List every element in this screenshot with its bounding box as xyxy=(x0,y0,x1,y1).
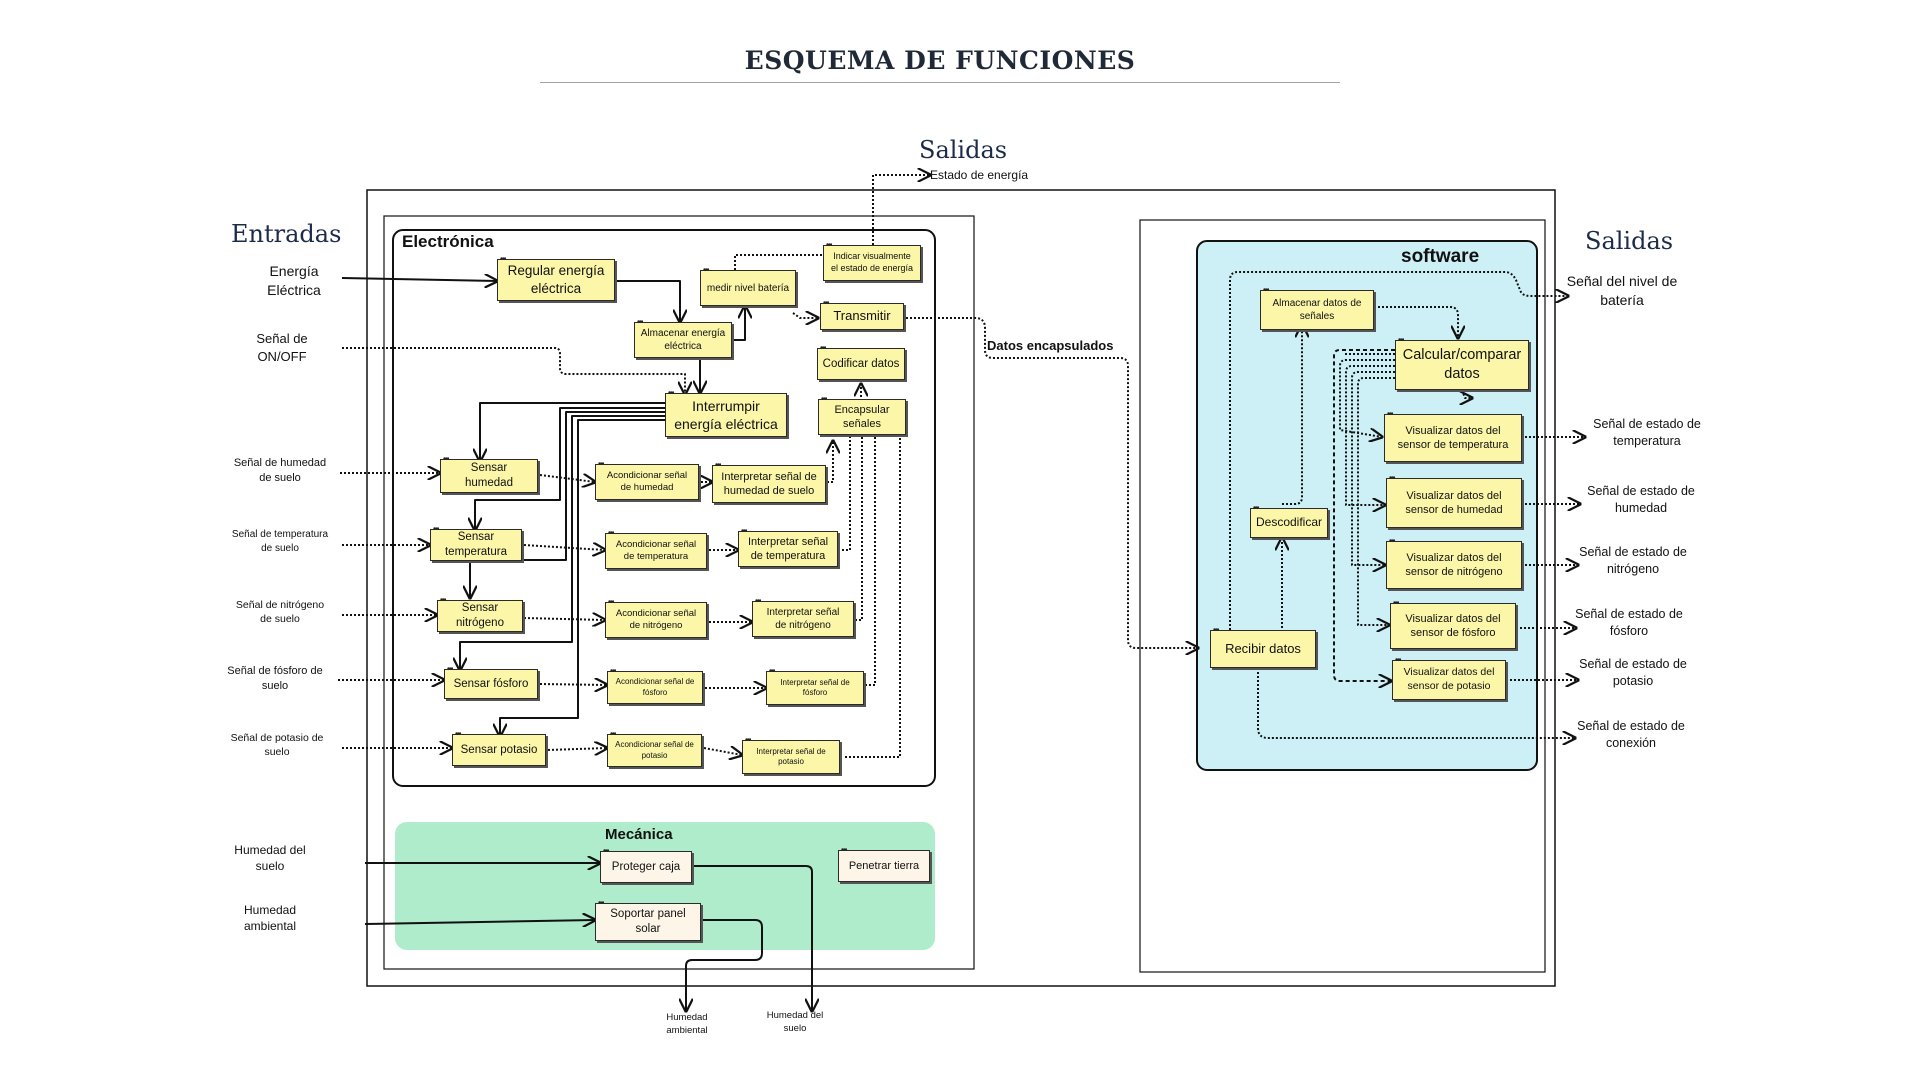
box-soportar-panel: Soportar panel solar xyxy=(595,898,701,941)
input-humedad-suelo: Humedad del suelo xyxy=(234,843,306,874)
box-interrumpir: Interrumpir energía eléctrica xyxy=(665,388,787,437)
box-recibir-datos: Recibir datos xyxy=(1210,625,1316,668)
section-mecanica: Mecánica xyxy=(605,826,673,843)
box-sensar-temperatura: Sensar temperatura xyxy=(430,524,522,561)
electronica-panel xyxy=(392,229,936,787)
output-humedad-ambiental: Humedad ambiental xyxy=(666,1012,708,1036)
box-interp-fosforo: Interpretar señal de fósforo xyxy=(766,666,864,705)
box-acond-nitrogeno: Acondicionar señal de nitrógeno xyxy=(605,597,707,638)
box-transmitir: Transmitir xyxy=(820,298,904,330)
box-visualizar-potasio: Visualizar datos del sensor de potasio xyxy=(1392,655,1506,700)
box-acond-potasio: Acondicionar señal de potasio xyxy=(607,729,702,767)
input-humedad-ambiental: Humedad ambiental xyxy=(243,903,297,934)
box-interp-nitrogeno: Interpretar señal de nitrógeno xyxy=(752,596,854,637)
box-encapsular: Encapsular señales xyxy=(818,394,906,435)
box-almacenar-energia: Almacenar energía eléctrica xyxy=(634,317,732,358)
box-sensar-humedad: Sensar humedad xyxy=(440,454,538,493)
output-estado-fosforo: Señal de estado de fósforo xyxy=(1575,607,1683,638)
box-visualizar-humedad: Visualizar datos del sensor de humedad xyxy=(1386,473,1522,528)
box-sensar-fosforo: Sensar fósforo xyxy=(444,664,538,699)
output-estado-energia: Estado de energía xyxy=(930,168,1029,182)
outer-system-frame xyxy=(366,189,1556,987)
box-calcular-comparar: Calcular/comparar datos xyxy=(1395,335,1529,390)
box-proteger-caja: Proteger caja xyxy=(600,846,692,883)
section-electronica: Electrónica xyxy=(402,232,494,251)
box-codificar: Codificar datos xyxy=(817,343,905,380)
input-senal-humedad: Señal de humedad de suelo xyxy=(233,457,327,484)
box-sensar-nitrogeno: Sensar nitrógeno xyxy=(437,595,523,632)
input-energia-electrica: Energía Eléctrica xyxy=(267,263,321,298)
box-descodificar: Descodificar xyxy=(1250,503,1328,538)
box-interp-temperatura: Interpretar señal de temperatura xyxy=(738,526,838,567)
input-senal-temperatura: Señal de temperatura de suelo xyxy=(231,529,329,554)
input-senal-potasio: Señal de potasio de suelo xyxy=(230,732,324,759)
section-software: software xyxy=(1401,246,1480,267)
hardware-frame xyxy=(383,215,975,970)
box-almacenar-datos: Almacenar datos de señales xyxy=(1260,285,1374,330)
output-datos-encapsulados: Datos encapsulados xyxy=(987,338,1114,353)
input-senal-nitrogeno: Señal de nitrógeno de suelo xyxy=(235,599,325,626)
output-nivel-bateria: Señal del nivel de batería xyxy=(1566,273,1678,308)
box-sensar-potasio: Sensar potasio xyxy=(452,729,546,766)
output-estado-conexion: Señal de estado de conexión xyxy=(1577,719,1685,750)
output-estado-temperatura: Señal de estado de temperatura xyxy=(1593,417,1701,448)
box-penetrar-tierra: Penetrar tierra xyxy=(838,845,930,882)
box-interp-potasio: Interpretar señal de potasio xyxy=(742,735,840,774)
box-visualizar-fosforo: Visualizar datos del sensor de fósforo xyxy=(1390,598,1516,649)
mecanica-panel xyxy=(395,822,935,950)
heading-salidas-top: Salidas xyxy=(919,136,1008,164)
box-visualizar-temperatura: Visualizar datos del sensor de temperatu… xyxy=(1384,409,1522,462)
box-acond-humedad: Acondicionar señal de humedad xyxy=(595,459,699,500)
output-estado-humedad: Señal de estado de humedad xyxy=(1587,484,1695,515)
box-indicar-estado: Indicar visualmente el estado de energía xyxy=(823,240,921,281)
box-visualizar-nitrogeno: Visualizar datos del sensor de nitrógeno xyxy=(1386,536,1522,589)
title-divider xyxy=(540,82,1340,83)
input-senal-onoff: Señal de ON/OFF xyxy=(256,331,308,364)
box-medir-bateria: medir nivel batería xyxy=(700,265,796,306)
box-regular-energia: Regular energía eléctrica xyxy=(497,254,615,301)
output-estado-potasio: Señal de estado de potasio xyxy=(1579,657,1687,688)
box-acond-fosforo: Acondicionar señal de fósforo xyxy=(607,666,703,704)
software-frame xyxy=(1139,219,1546,973)
page-title: ESQUEMA DE FUNCIONES xyxy=(744,46,1136,75)
heading-entradas: Entradas xyxy=(231,220,342,248)
box-acond-temperatura: Acondicionar señal de temperatura xyxy=(605,528,707,569)
heading-salidas-right: Salidas xyxy=(1585,227,1674,255)
output-estado-nitrogeno: Señal de estado de nitrógeno xyxy=(1579,545,1687,576)
box-interp-humedad: Interpretar señal de humedad de suelo xyxy=(712,460,826,503)
input-senal-fosforo: Señal de fósforo de suelo xyxy=(227,665,323,692)
output-humedad-suelo: Humedad del suelo xyxy=(766,1010,824,1034)
